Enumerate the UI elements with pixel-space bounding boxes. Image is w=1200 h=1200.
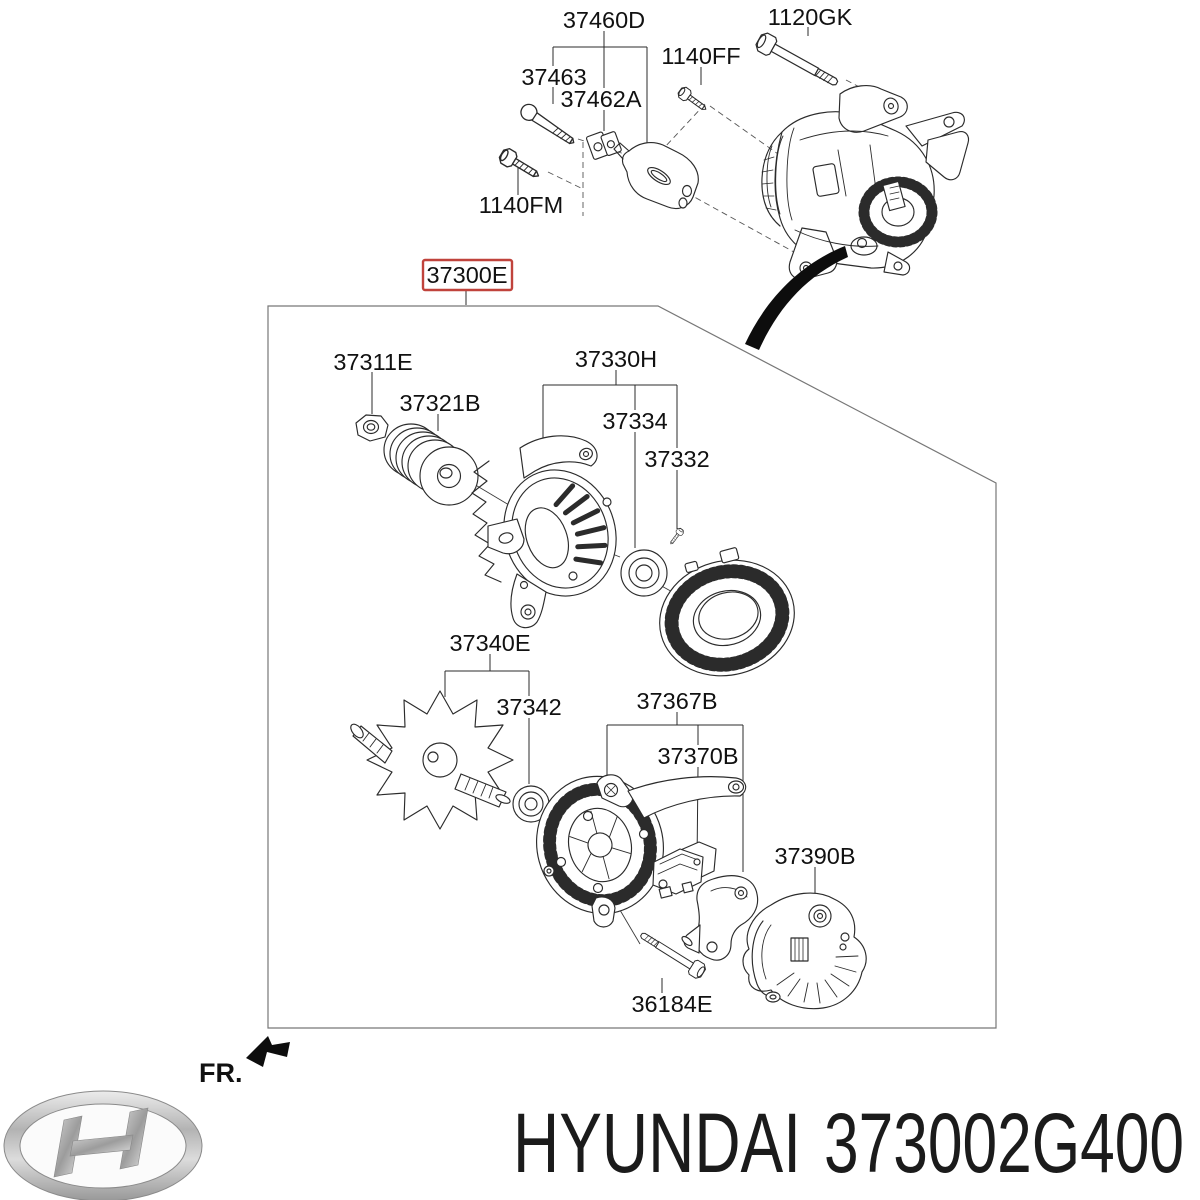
part-label-37311E: 37311E: [333, 349, 412, 375]
footer-caption: HYUNDAI 373002G400: [513, 1096, 1184, 1190]
highlight-box-37300E: [421, 258, 514, 292]
bolt-1120GK-drawing: [753, 30, 843, 93]
part-label-37340E: 37340E: [449, 630, 530, 656]
screw-37332-drawing: [667, 526, 686, 547]
part-label-37367B: 37367B: [636, 688, 717, 714]
part-label-37332: 37332: [644, 446, 709, 472]
footer-part-number: 373002G400: [824, 1096, 1184, 1190]
fr-direction-arrow: [246, 1036, 290, 1067]
part-label-37342: 37342: [496, 694, 561, 720]
fr-label: FR.: [199, 1058, 243, 1088]
part-label-37300E-highlighted: 37300E: [426, 262, 507, 288]
part-label-37330H: 37330H: [575, 346, 657, 372]
part-label-37463: 37463: [521, 64, 586, 90]
rear-housing-drawing: [536, 774, 747, 928]
front-housing-drawing: [471, 435, 617, 629]
rear-cover-37390B-drawing: [742, 892, 867, 1010]
part-label-37460D: 37460D: [563, 7, 645, 33]
part-label-36184E: 36184E: [631, 991, 712, 1017]
part-label-1140FM: 1140FM: [479, 192, 563, 218]
part-label-37321B: 37321B: [399, 390, 480, 416]
bearing-37334-drawing: [620, 549, 668, 597]
spacer-37462A-drawing: [585, 131, 622, 160]
voltage-regulator-37370B-drawing: [652, 841, 717, 899]
alternator-assembly-drawing: [761, 84, 970, 280]
brush-holder-drawing: [681, 875, 759, 961]
part-label-1140FF: 1140FF: [661, 43, 740, 69]
stator-drawing: [659, 547, 795, 677]
part-label-37390B: 37390B: [774, 843, 855, 869]
part-label-37462A: 37462A: [560, 86, 641, 112]
rotor-37340E-drawing: [350, 690, 514, 830]
bolt-1140FM-drawing: [496, 145, 544, 184]
part-label-37370B: 37370B: [657, 743, 738, 769]
part-label-1120GK: 1120GK: [768, 4, 853, 30]
mounting-bracket-37460D-drawing: [613, 142, 699, 210]
hyundai-logo: [3, 1090, 203, 1200]
callout-lines: [371, 27, 816, 993]
nut-37311E-drawing: [355, 414, 389, 442]
assembly-group-box: [267, 305, 997, 1029]
screw-1140FF-drawing: [675, 84, 711, 115]
pulley-37321B-drawing: [383, 423, 479, 506]
part-labels: 37460D 1140FF 1120GK 37463 37462A 1140FM…: [333, 4, 855, 1017]
bearing-37342-drawing: [512, 785, 550, 823]
footer-brand: HYUNDAI: [513, 1096, 801, 1190]
assembly-swoosh-arrow: [745, 246, 848, 350]
part-label-37334: 37334: [602, 408, 667, 434]
